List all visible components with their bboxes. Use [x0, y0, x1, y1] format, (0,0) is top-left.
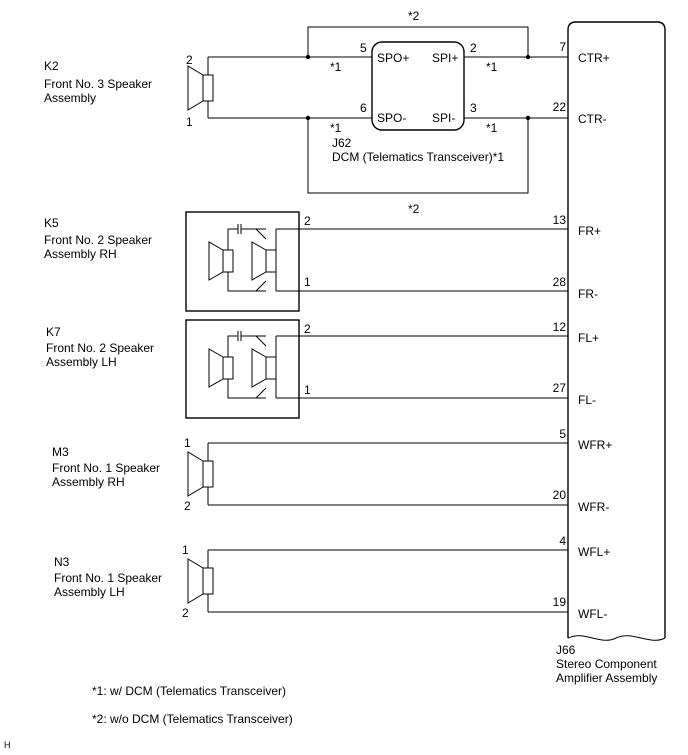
junction-dot	[305, 54, 311, 60]
dcm-spi-minus: SPI-	[432, 111, 455, 125]
n3-pin-bottom: 2	[182, 606, 189, 620]
m3-wires	[207, 442, 568, 506]
dcm-box	[371, 41, 465, 131]
k5-speaker-icon	[208, 224, 568, 292]
amp-terminal-label: FR+	[578, 224, 601, 238]
k5-id: K5	[44, 216, 59, 230]
dcm-pin-3: 3	[470, 101, 477, 115]
n3-speaker-icon	[187, 558, 214, 604]
k2-name-line2: Assembly	[44, 91, 96, 105]
dcm-spi-plus: SPI+	[432, 51, 458, 65]
amp-terminal-label: FR-	[578, 287, 598, 301]
k7-name-line1: Front No. 2 Speaker	[46, 341, 154, 355]
junction-dot	[525, 115, 531, 121]
m3-name-line2: Assembly RH	[52, 475, 125, 489]
amp-pin: 13	[553, 213, 567, 227]
amp-id: J66	[556, 643, 576, 657]
m3-pin-bottom: 2	[184, 499, 191, 513]
k2-pin-top: 2	[186, 53, 193, 67]
m3-id: M3	[52, 445, 69, 459]
dcm-name: DCM (Telematics Transceiver)*1	[332, 150, 504, 164]
dcm-mark-a: *1	[330, 60, 342, 74]
k5-name-line2: Assembly RH	[44, 247, 117, 261]
amplifier-box-break	[567, 635, 666, 641]
k7-pin-top: 2	[304, 322, 311, 336]
n3-pin-top: 1	[182, 543, 189, 557]
amp-terminal-label: FL+	[578, 331, 599, 345]
amp-terminal-label: WFL+	[578, 545, 610, 559]
amp-terminal-label: CTR-	[578, 112, 607, 126]
k2-name-line1: Front No. 3 Speaker	[44, 77, 152, 91]
amp-pin: 28	[553, 275, 567, 289]
note-mark-top: *2	[408, 9, 420, 23]
n3-name-line1: Front No. 1 Speaker	[54, 571, 162, 585]
dcm-pin-5: 5	[360, 41, 367, 55]
m3-name-line1: Front No. 1 Speaker	[52, 461, 160, 475]
k7-pin-bottom: 1	[304, 383, 311, 397]
footnote-2: *2: w/o DCM (Telematics Transceiver)	[92, 712, 293, 726]
amp-pin: 20	[553, 488, 567, 502]
k5-box	[185, 211, 300, 312]
m3-pin-top: 1	[184, 436, 191, 450]
amp-terminal-label: WFR-	[578, 500, 609, 514]
amp-terminal-label: WFR+	[578, 438, 612, 452]
junction-dot	[305, 115, 311, 121]
k7-box	[185, 319, 300, 419]
amp-pin: 7	[559, 40, 566, 54]
amp-name-line1: Stereo Component	[556, 657, 657, 671]
k5-pin-top: 2	[304, 214, 311, 228]
k2-speaker-icon	[187, 65, 214, 111]
amp-pin: 19	[553, 595, 567, 609]
junction-dot	[525, 54, 531, 60]
amp-terminal-label: CTR+	[578, 51, 610, 65]
amp-name-line2: Amplifier Assembly	[556, 671, 657, 685]
amp-terminal-label: FL-	[578, 393, 596, 407]
amp-pin: 5	[559, 427, 566, 441]
dcm-spo-minus: SPO-	[377, 111, 406, 125]
n3-id: N3	[54, 555, 70, 569]
k7-name-line2: Assembly LH	[46, 355, 117, 369]
n3-name-line2: Assembly LH	[54, 585, 125, 599]
k5-pin-bottom: 1	[304, 275, 311, 289]
note-mark-bottom: *2	[408, 202, 420, 216]
dcm-pin-6: 6	[360, 101, 367, 115]
n3-wires	[207, 549, 568, 613]
dcm-mark-b: *1	[486, 60, 498, 74]
dcm-mark-c: *1	[330, 121, 342, 135]
k5-name-line1: Front No. 2 Speaker	[44, 233, 152, 247]
amp-terminal-label: WFL-	[578, 607, 607, 621]
amplifier-box	[567, 21, 666, 638]
m3-speaker-icon	[187, 451, 214, 497]
k2-id: K2	[44, 59, 59, 73]
amp-pin: 12	[553, 320, 567, 334]
amp-pin: 27	[553, 381, 567, 395]
k2-pin-bottom: 1	[186, 115, 193, 129]
k7-speaker-icon	[208, 331, 568, 399]
amp-pin: 22	[553, 100, 567, 114]
k7-id: K7	[46, 325, 61, 339]
amp-pin: 4	[559, 534, 566, 548]
dcm-spo-plus: SPO+	[377, 51, 409, 65]
dcm-mark-d: *1	[486, 121, 498, 135]
dcm-pin-2: 2	[470, 41, 477, 55]
corner-mark: H	[4, 740, 11, 750]
bypass-wire-bottom	[307, 118, 529, 194]
dcm-id: J62	[332, 136, 352, 150]
bypass-wire-top	[307, 26, 529, 57]
k2-wires	[207, 56, 568, 119]
footnote-1: *1: w/ DCM (Telematics Transceiver)	[92, 684, 286, 698]
